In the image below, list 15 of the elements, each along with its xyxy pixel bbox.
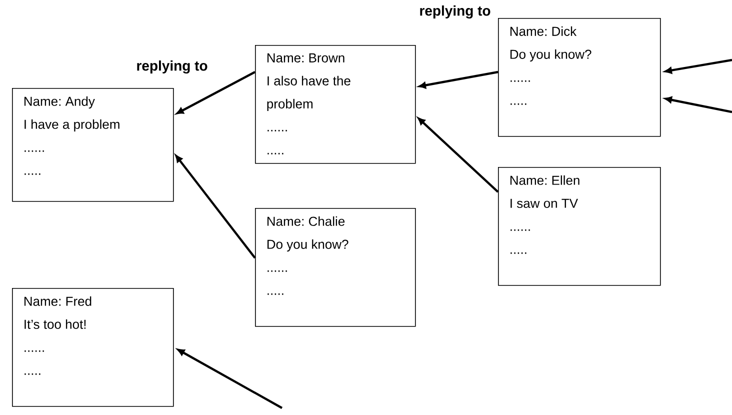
- replying-label: replying to: [137, 60, 208, 74]
- message-box: Name: Fred It’s too hot! ...... .....: [12, 288, 174, 407]
- message-box: Name: Ellen I saw on TV ...... .....: [498, 166, 661, 286]
- arrow: [176, 71, 256, 114]
- arrow: [664, 58, 732, 74]
- arrow: [177, 348, 283, 409]
- message-box: Name: Brown I also have the problem ...... .....: [255, 45, 416, 164]
- replying-label: replying to: [420, 5, 490, 19]
- message-box: Name: Andy I have a problem ...... .....: [12, 88, 174, 202]
- arrow: [175, 155, 256, 259]
- arrow: [418, 70, 498, 89]
- message-box: Name: Chalie Do you know? ...... .....: [255, 208, 416, 327]
- arrow: [418, 118, 499, 193]
- arrow: [664, 96, 732, 114]
- message-box: Name: Dick Do you know? ...... .....: [498, 18, 661, 137]
